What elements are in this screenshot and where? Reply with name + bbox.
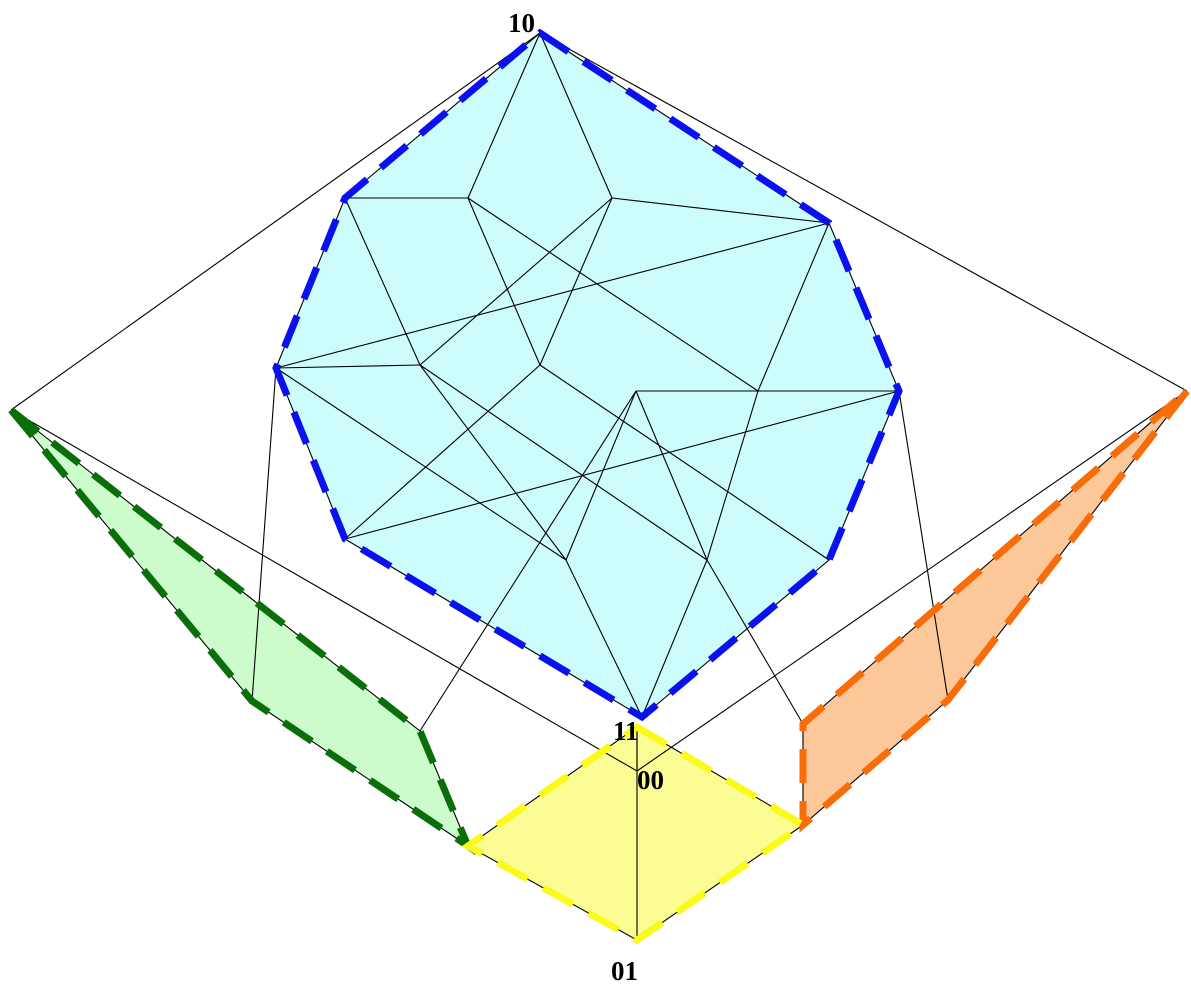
- left-polygon-fill: [11, 410, 468, 846]
- vertex-label-middle-lower: 00: [637, 765, 664, 795]
- outer-edges: [10, 32, 1188, 940]
- wireframe-edges: [251, 32, 949, 732]
- right-polygon-dashed-boundary: [799, 388, 1190, 833]
- dashed-boundaries: [8, 28, 1190, 945]
- right-polygon-fill: [803, 391, 1187, 825]
- vertex-label-middle-upper: 11: [613, 716, 639, 746]
- central-polygon-fill: [276, 33, 899, 717]
- region-fills: [11, 33, 1187, 940]
- vertex-label-top: 10: [508, 8, 535, 38]
- vertex-label-bottom: 01: [611, 956, 638, 985]
- bottom-square-fill: [468, 727, 803, 940]
- bottom-square-dashed-boundary: [461, 722, 810, 945]
- central-polygon-dashed-boundary: [272, 28, 903, 722]
